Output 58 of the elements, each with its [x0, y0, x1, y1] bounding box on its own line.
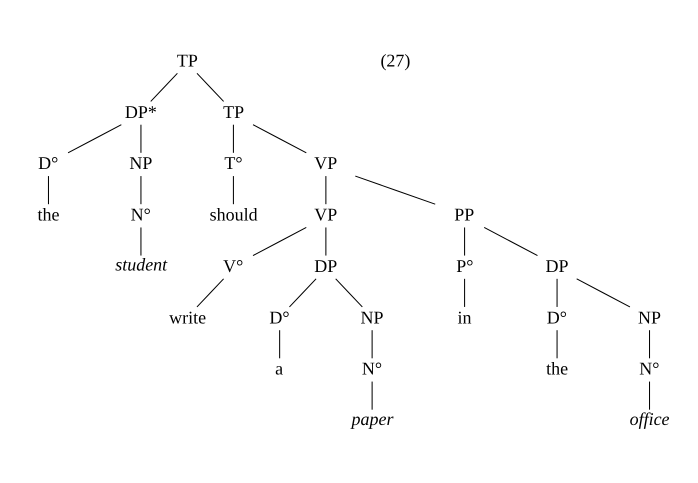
connector: [196, 72, 224, 102]
node-text: should: [210, 204, 258, 225]
connector: [372, 382, 373, 410]
node-text: N°: [639, 358, 660, 379]
node-text: D°: [38, 153, 58, 174]
node-text: VP: [314, 204, 338, 225]
connector: [196, 278, 224, 308]
connector: [556, 330, 558, 358]
node-text: N°: [130, 204, 151, 225]
node-text: PP: [454, 204, 474, 225]
node-text: a: [275, 358, 284, 379]
node-text: write: [169, 307, 206, 328]
connector: [484, 227, 538, 256]
node-text: V°: [223, 256, 244, 276]
node-text: NP: [638, 307, 661, 328]
connector: [649, 330, 650, 358]
node-text: office: [630, 408, 670, 429]
connector: [279, 330, 280, 358]
node-text: DP*: [124, 102, 157, 122]
connector: [68, 124, 122, 154]
node-text: NP: [129, 153, 152, 174]
node-text: TP: [176, 50, 198, 70]
connector: [355, 176, 436, 205]
connector: [372, 330, 373, 358]
node-text: in: [458, 307, 472, 328]
node-text: paper: [352, 408, 394, 429]
connector: [140, 227, 142, 256]
node-text: VP: [314, 153, 338, 174]
connector: [464, 227, 466, 256]
node-text: N°: [362, 358, 382, 379]
node-text: TP: [223, 102, 244, 122]
connector: [232, 124, 234, 153]
connector: [140, 124, 142, 153]
node-text: P°: [456, 256, 474, 276]
connector: [48, 176, 49, 204]
connector: [649, 382, 650, 410]
node-text: DP: [314, 256, 338, 276]
connector: [252, 124, 307, 154]
node-text: T°: [224, 153, 243, 174]
label: (27): [380, 50, 410, 70]
connector: [289, 278, 316, 308]
node-text: the: [546, 358, 568, 379]
connector: [252, 227, 306, 256]
connector: [556, 278, 558, 307]
node-text: D°: [269, 307, 290, 328]
node-text: the: [38, 204, 60, 225]
connector: [232, 176, 234, 204]
connector: [576, 278, 630, 308]
node-text: D°: [546, 307, 567, 328]
node-text: student: [115, 254, 168, 275]
connector: [325, 227, 326, 256]
node-text: NP: [360, 307, 384, 328]
connector: [150, 72, 178, 102]
connector: [325, 176, 326, 204]
node-text: DP: [546, 256, 568, 276]
connector: [335, 278, 363, 308]
connector: [140, 176, 142, 204]
connector: [464, 278, 466, 307]
